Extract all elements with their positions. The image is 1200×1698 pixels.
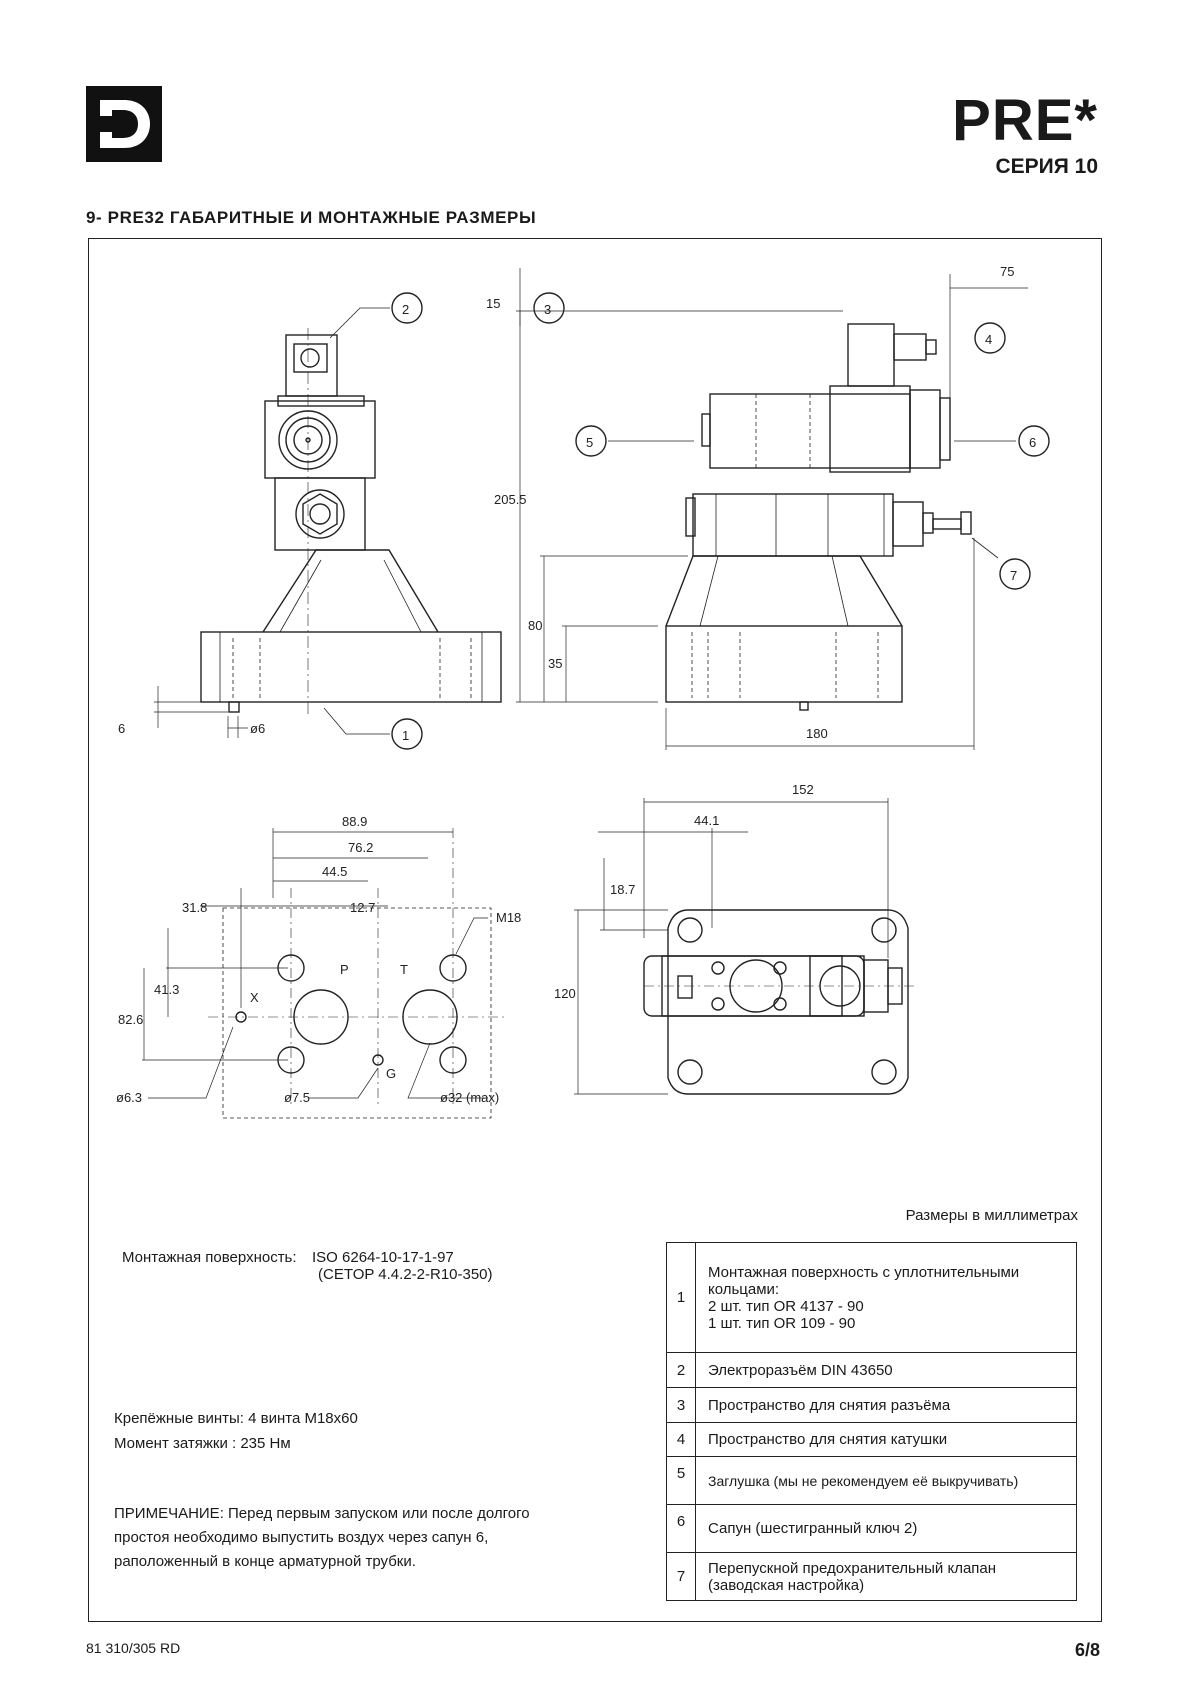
legend-line: кольцами: (708, 1280, 780, 1298)
side-view (516, 268, 1050, 750)
legend-number: 1 (666, 1242, 696, 1353)
dim-152: 152 (792, 782, 814, 797)
legend-text: Пространство для снятия катушки (695, 1422, 1077, 1457)
port-g-label: G (386, 1066, 396, 1081)
callout-3: 3 (544, 302, 551, 317)
dim-phi32: ø32 (max) (440, 1090, 499, 1105)
legend-row: 6 Сапун (шестигранный ключ 2) (666, 1504, 1077, 1553)
dim-44-5: 44.5 (322, 864, 347, 879)
dim-31-8: 31.8 (182, 900, 207, 915)
screws-line: Крепёжные винты: 4 винта M18x60 (114, 1410, 358, 1427)
callout-1: 1 (402, 728, 409, 743)
front-view (154, 292, 502, 750)
document-code: 81 310/305 RD (86, 1640, 181, 1656)
dim-41-3: 41.3 (154, 982, 179, 997)
technical-drawing: 6 ø6 15 75 205.5 80 35 180 88.9 76.2 44.… (116, 264, 1050, 1119)
dim-88-9: 88.9 (342, 814, 367, 829)
legend-text: Заглушка (мы не рекомендуем её выкручива… (695, 1456, 1077, 1505)
legend-text: Электроразъём DIN 43650 (695, 1352, 1077, 1388)
callout-7: 7 (1010, 568, 1017, 583)
port-t-label: T (400, 962, 408, 977)
screws-info: Крепёжные винты: 4 винта M18x60 Момент з… (114, 1406, 358, 1456)
dim-m18: M18 (496, 910, 521, 925)
mounting-value-cetop: (CETOP 4.4.2-2-R10-350) (318, 1266, 493, 1283)
dim-6: 6 (118, 721, 125, 736)
legend-number: 6 (666, 1504, 696, 1553)
legend-line: 1 шт. тип OR 109 - 90 (708, 1314, 856, 1332)
legend-text: Сапун (шестигранный ключ 2) (695, 1504, 1077, 1553)
dim-35: 35 (548, 656, 562, 671)
legend-row: 5 Заглушка (мы не рекомендуем её выкручи… (666, 1456, 1077, 1505)
legend-row: 1 Монтажная поверхность с уплотнительным… (666, 1242, 1077, 1353)
top-view (574, 798, 918, 1095)
section-heading: 9- PRE32 ГАБАРИТНЫЕ И МОНТАЖНЫЕ РАЗМЕРЫ (86, 208, 537, 227)
legend-text: Перепускной предохранительный клапан (за… (695, 1552, 1077, 1601)
port-x-label: X (250, 990, 259, 1005)
legend-number: 5 (666, 1456, 696, 1505)
legend-text: Пространство для снятия разъёма (695, 1387, 1077, 1423)
legend-line: Монтажная поверхность с уплотнительными (708, 1263, 1020, 1281)
product-title: PRE* (952, 88, 1098, 153)
units-note: Размеры в миллиметрах (905, 1207, 1078, 1224)
dim-76-2: 76.2 (348, 840, 373, 855)
dim-80: 80 (528, 618, 542, 633)
dim-12-7: 12.7 (350, 900, 375, 915)
legend-line: (заводская настройка) (708, 1576, 865, 1594)
note: ПРИМЕЧАНИЕ: Перед первым запуском или по… (114, 1502, 614, 1574)
legend-line: Перепускной предохранительный клапан (708, 1559, 997, 1577)
dim-44-1: 44.1 (694, 813, 719, 828)
dim-15: 15 (486, 296, 500, 311)
torque-line: Момент затяжки : 235 Нм (114, 1435, 291, 1452)
port-p-label: P (340, 962, 349, 977)
note-line: простоя необходимо выпустить воздух чере… (114, 1529, 489, 1546)
brand-logo (86, 86, 162, 162)
callout-2: 2 (402, 302, 409, 317)
callout-5: 5 (586, 435, 593, 450)
dim-18-7: 18.7 (610, 882, 635, 897)
legend-line: 2 шт. тип OR 4137 - 90 (708, 1297, 864, 1315)
page-number: 6/8 (1074, 1640, 1100, 1660)
dim-75: 75 (1000, 264, 1014, 279)
legend-row: 2 Электроразъём DIN 43650 (666, 1352, 1077, 1388)
drawing-frame (88, 238, 1102, 1622)
dim-180: 180 (806, 726, 828, 741)
dim-phi6-3: ø6.3 (116, 1090, 142, 1105)
dim-phi6: ø6 (250, 721, 265, 736)
mounting-surface-view (142, 828, 508, 1119)
legend-text: Монтажная поверхность с уплотнительными … (695, 1242, 1077, 1353)
legend-number: 7 (666, 1552, 696, 1601)
dim-205-5: 205.5 (494, 492, 527, 507)
legend-number: 3 (666, 1387, 696, 1423)
series-label: СЕРИЯ 10 (995, 155, 1098, 178)
dim-phi7-5: ø7.5 (284, 1090, 310, 1105)
mounting-label: Монтажная поверхность: (122, 1249, 297, 1266)
legend-number: 4 (666, 1422, 696, 1457)
note-line: раположенный в конце арматурной трубки. (114, 1553, 416, 1570)
callout-6: 6 (1029, 435, 1036, 450)
dim-120: 120 (554, 986, 576, 1001)
legend-number: 2 (666, 1352, 696, 1388)
mounting-value: ISO 6264-10-17-1-97 (312, 1249, 454, 1266)
legend-table: 1 Монтажная поверхность с уплотнительным… (666, 1242, 1077, 1601)
legend-row: 4 Пространство для снятия катушки (666, 1422, 1077, 1457)
dim-82-6: 82.6 (118, 1012, 143, 1027)
legend-row: 7 Перепускной предохранительный клапан (… (666, 1552, 1077, 1601)
legend-row: 3 Пространство для снятия разъёма (666, 1387, 1077, 1423)
callout-4: 4 (985, 332, 992, 347)
dimension-labels: 6 ø6 15 75 205.5 80 35 180 88.9 76.2 44.… (116, 264, 1036, 1105)
note-line: ПРИМЕЧАНИЕ: Перед первым запуском или по… (114, 1505, 530, 1522)
